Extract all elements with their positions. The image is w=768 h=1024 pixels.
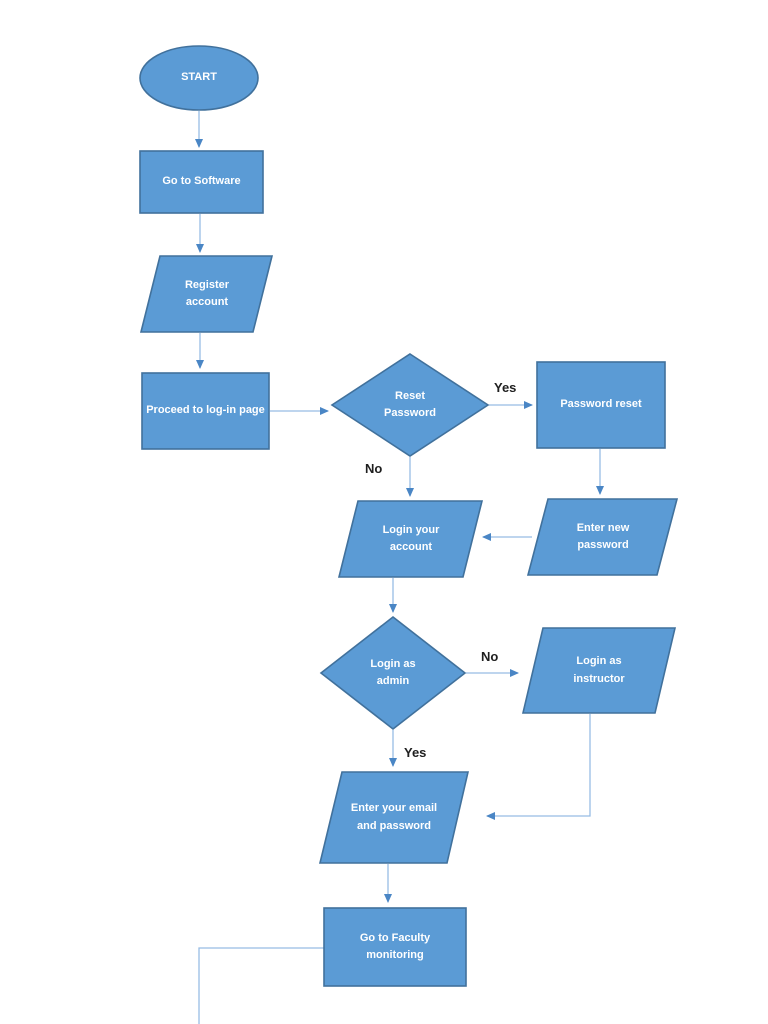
connector-instructor-to-enter-email (486, 714, 591, 820)
faculty-monitoring-process-shape (323, 907, 467, 987)
enter-new-password-io-shape (526, 498, 679, 576)
edge-label-reset-no: No (365, 461, 383, 476)
proceed-login-process-shape (141, 372, 270, 450)
connector-layer (195, 111, 604, 1024)
go-to-software-process-shape (139, 150, 264, 214)
start-terminator-shape (139, 45, 259, 111)
password-reset-process-shape (536, 361, 666, 449)
login-as-admin-decision-shape (319, 615, 467, 731)
enter-email-password-io-shape (318, 771, 470, 864)
login-as-instructor-io-shape (521, 627, 677, 714)
edge-label-admin-no: No (481, 649, 499, 664)
connector-faculty-loop-offpage (198, 947, 324, 1024)
register-account-io-shape (139, 255, 274, 333)
edge-label-admin-yes: Yes (404, 745, 427, 760)
edge-label-reset-yes: Yes (494, 380, 517, 395)
login-your-account-io-shape (337, 500, 484, 578)
shape-layer (139, 45, 679, 987)
reset-password-decision-shape (330, 353, 490, 457)
